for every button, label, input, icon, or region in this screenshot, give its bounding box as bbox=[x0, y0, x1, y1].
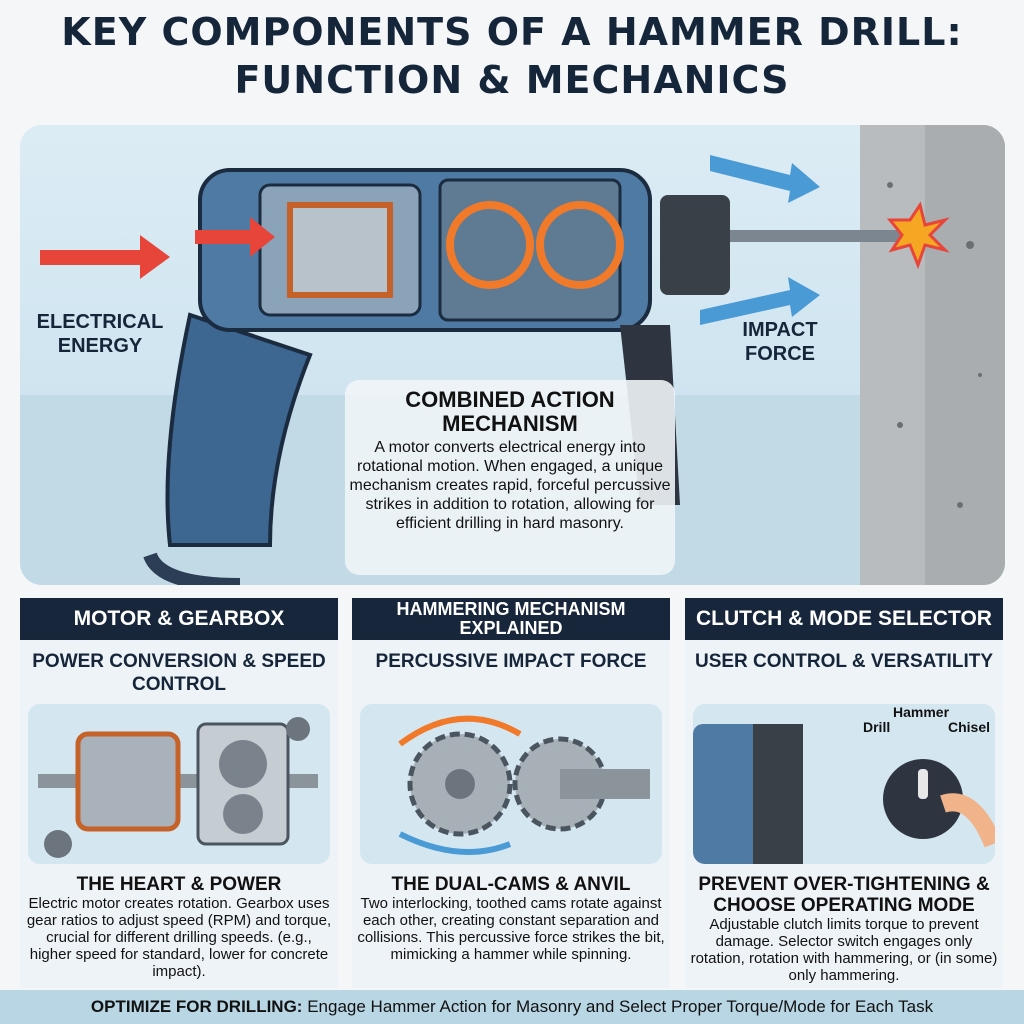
panel-body: Electric motor creates rotation. Gearbox… bbox=[26, 895, 332, 980]
dial-label-chisel: Chisel bbox=[948, 719, 991, 735]
callout-text: A motor converts electrical energy into … bbox=[349, 439, 671, 532]
panel-body-title: PREVENT OVER-TIGHTENING & CHOOSE OPERATI… bbox=[698, 874, 990, 916]
combined-action-callout: COMBINED ACTION MECHANISM A motor conver… bbox=[345, 380, 675, 575]
panel-body: Adjustable clutch limits torque to preve… bbox=[690, 916, 998, 984]
clutch-mode-panel: CLUTCH & MODE SELECTOR USER CONTROL & VE… bbox=[685, 598, 1003, 988]
motor-gearbox-panel: MOTOR & GEARBOX POWER CONVERSION & SPEED… bbox=[20, 598, 338, 988]
panel-header: CLUTCH & MODE SELECTOR bbox=[685, 598, 1003, 640]
impact-force-label: IMPACT FORCE bbox=[742, 319, 818, 365]
panel-body: Two interlocking, toothed cams rotate ag… bbox=[357, 895, 665, 963]
page-title: KEY COMPONENTS OF A HAMMER DRILL:FUNCTIO… bbox=[61, 10, 963, 102]
hammering-mechanism-panel: HAMMERING MECHANISM EXPLAINED PERCUSSIVE… bbox=[352, 598, 670, 988]
panel-body-title: THE HEART & POWER bbox=[76, 874, 282, 895]
panel-subtitle: PERCUSSIVE IMPACT FORCE bbox=[375, 651, 647, 672]
panel-body-title: THE DUAL-CAMS & ANVIL bbox=[391, 874, 631, 895]
panel-subtitle: POWER CONVERSION & SPEED CONTROL bbox=[32, 651, 326, 695]
clutch-selector-illustration: Drill Hammer Chisel bbox=[693, 704, 995, 864]
dual-cams-illustration bbox=[360, 704, 662, 864]
panel-header: HAMMERING MECHANISM EXPLAINED bbox=[352, 598, 670, 640]
footer-banner: OPTIMIZE FOR DRILLING: Engage Hammer Act… bbox=[0, 990, 1024, 1024]
motor-gearbox-illustration bbox=[28, 704, 330, 864]
dial-label-drill: Drill bbox=[863, 719, 891, 735]
panel-header: MOTOR & GEARBOX bbox=[20, 598, 338, 640]
callout-title: COMBINED ACTION MECHANISM bbox=[405, 387, 615, 436]
dial-label-hammer: Hammer bbox=[893, 704, 950, 720]
electrical-energy-label: ELECTRICAL ENERGY bbox=[36, 311, 164, 357]
panel-subtitle: USER CONTROL & VERSATILITY bbox=[694, 651, 994, 672]
